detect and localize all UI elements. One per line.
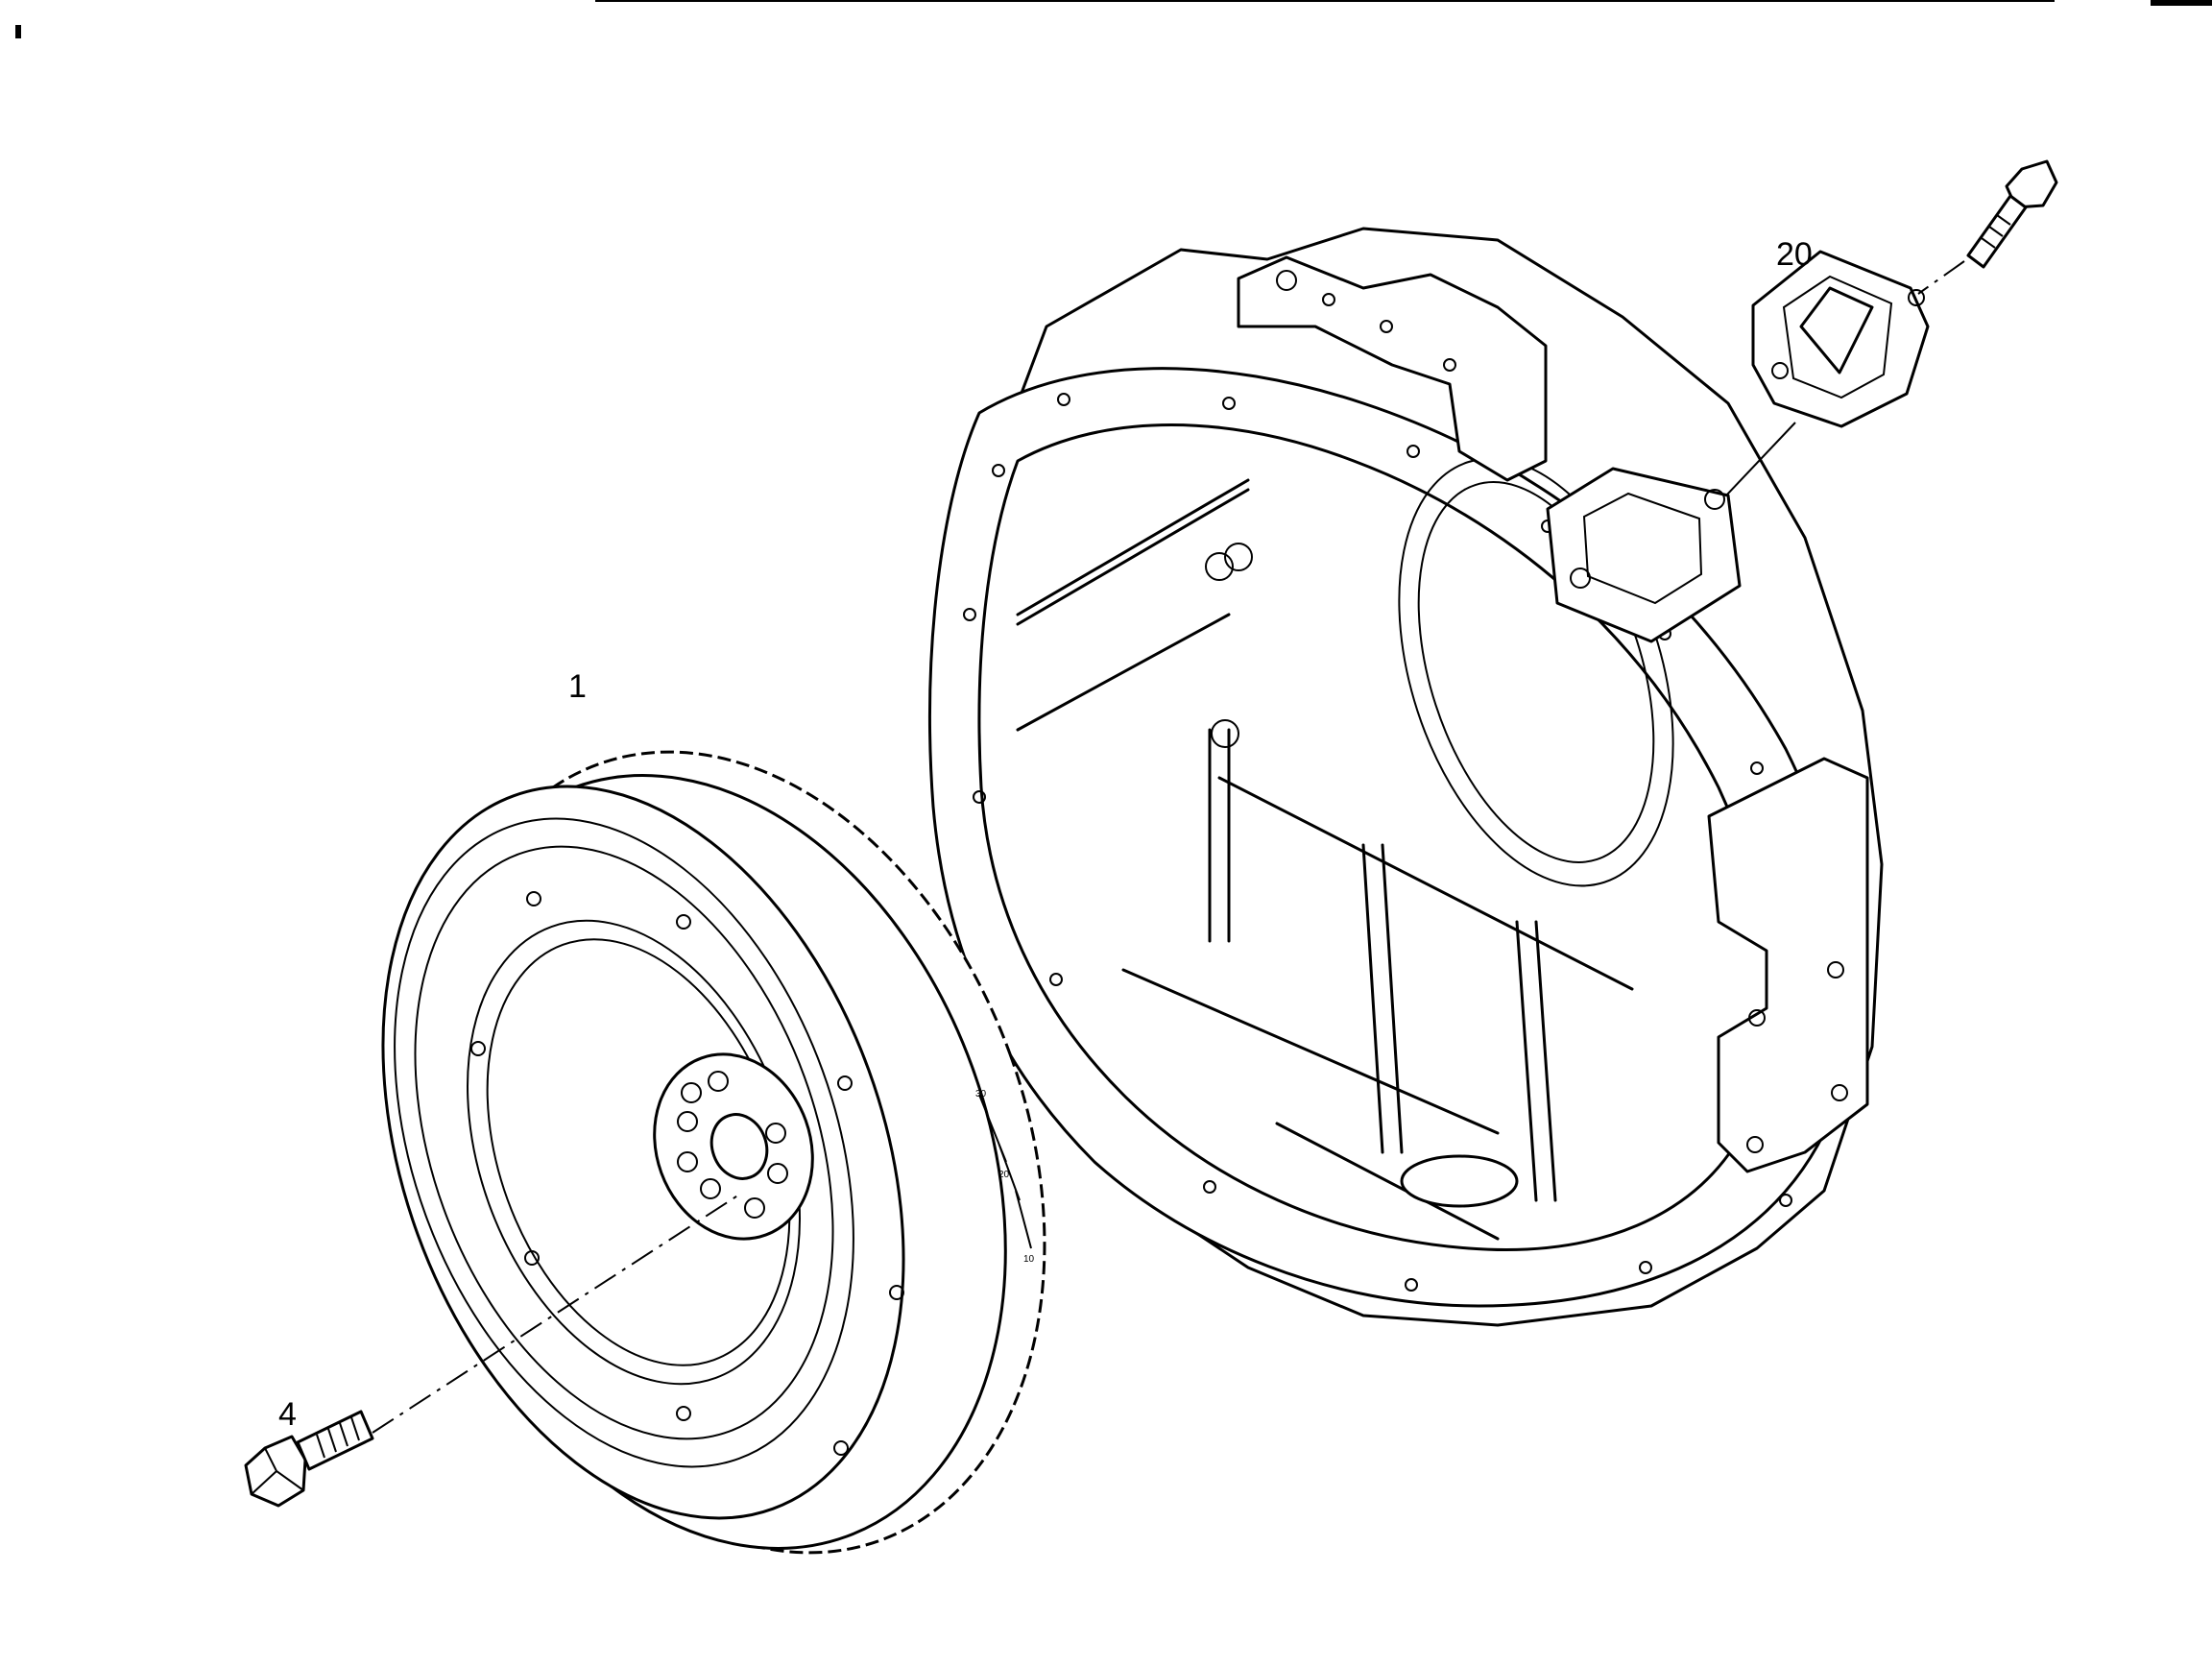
scale-mark-30: 30 [975,1089,987,1099]
bolt-centerline [372,1194,740,1434]
callout-4: 4 [278,1396,297,1433]
flywheel: 30 20 10 [381,750,1046,1555]
scale-mark-10: 10 [1023,1254,1035,1265]
inspection-cover [1751,250,1930,428]
cover-bolt-centerline [1917,260,1965,295]
callout-20: 20 [1776,236,1813,273]
callout-1: 1 [568,668,587,705]
flywheel-bolt [244,1410,374,1508]
flywheel-face-holes [470,891,904,1456]
scale-mark-20: 20 [998,1170,1010,1180]
inspection-port [1546,467,1742,643]
hub-bolt-holes [677,1071,788,1219]
scan-speck [15,25,21,38]
scan-edge-top-right [2151,0,2212,6]
scan-edge-top [595,0,2055,2]
timing-scale: 30 20 10 [975,1089,1035,1265]
flywheel-housing [928,227,1884,1327]
cover-leader-line [1725,422,1796,496]
cover-bolt [1966,159,2058,269]
